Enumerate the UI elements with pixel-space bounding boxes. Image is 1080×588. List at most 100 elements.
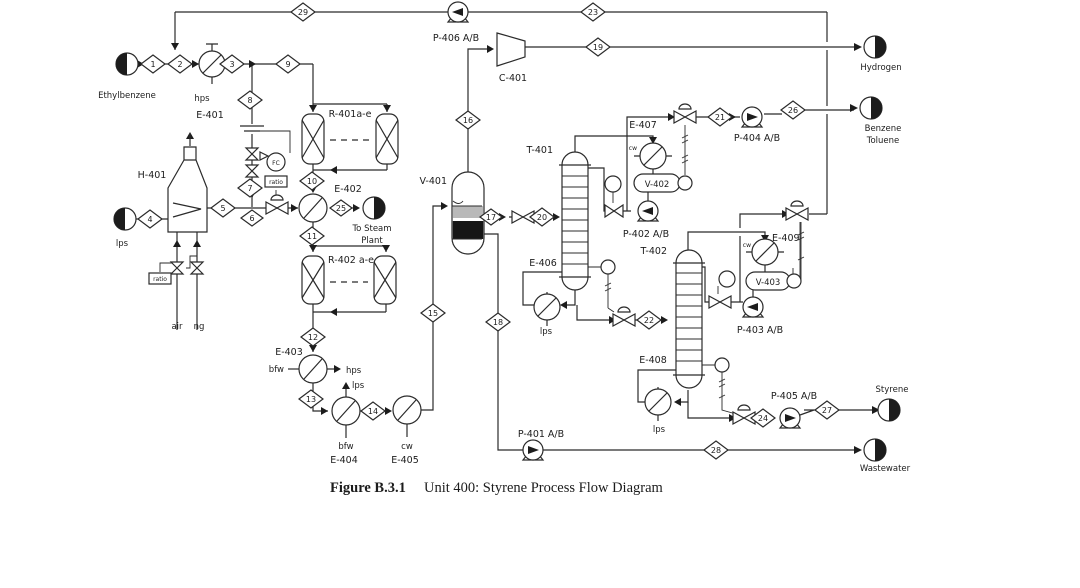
e403-hps-label: hps (346, 366, 362, 376)
terminal-hydrogen: Hydrogen (860, 35, 902, 73)
svg-text:7: 7 (247, 184, 252, 193)
t401-bottoms-valve (612, 306, 636, 328)
condenser-e409: E-409 cw (743, 233, 800, 266)
svg-text:5: 5 (220, 204, 225, 213)
toluene-label: Toluene (866, 136, 900, 146)
t402-reflux-valve (708, 270, 736, 310)
stream-8: 8 (237, 90, 263, 110)
svg-text:24: 24 (758, 414, 768, 423)
p403-label: P-403 A/B (737, 325, 783, 336)
t401-distillate-valve (673, 103, 697, 125)
svg-text:22: 22 (644, 316, 654, 325)
p406-label: P-406 A/B (433, 33, 479, 44)
svg-text:14: 14 (368, 407, 378, 416)
svg-text:26: 26 (788, 106, 798, 115)
e402-label: E-402 (334, 184, 362, 195)
fuel-control-valves: ratio (148, 261, 205, 285)
svg-text:12: 12 (308, 333, 318, 342)
compressor-c401: C-401 (496, 32, 527, 84)
reboiler-e408: E-408 lps (639, 355, 730, 435)
svg-text:20: 20 (537, 213, 547, 222)
ng-label: ng (194, 322, 205, 332)
p402-label: P-402 A/B (623, 229, 669, 240)
stream-16: 16 (455, 110, 481, 130)
air-label: air (171, 322, 183, 332)
t401-level-instrument (600, 259, 616, 275)
svg-text:3: 3 (229, 60, 234, 69)
e404-label: E-404 (330, 455, 358, 466)
svg-text:9: 9 (285, 60, 290, 69)
stream-5: 5 (210, 198, 236, 218)
v402-label: V-402 (645, 180, 670, 190)
terminal-ethylbenzene: Ethylbenzene (98, 52, 156, 101)
e406-lps-label: lps (540, 327, 553, 337)
e401-hps-label: hps (194, 94, 210, 104)
p405-label: P-405 A/B (771, 391, 817, 402)
svg-text:4: 4 (147, 215, 152, 224)
t402-reflux-instrument (718, 270, 736, 288)
terminal-lps-feed: lps (113, 207, 137, 249)
hydrogen-label: Hydrogen (860, 63, 901, 73)
ratio-fuel-label: ratio (153, 276, 167, 283)
e405-cw-label: cw (401, 442, 413, 452)
terminal-styrene: Styrene (876, 385, 908, 422)
stream-22: 22 (636, 310, 662, 330)
drum-v403: V-403 (745, 271, 802, 291)
pump-p401: P-401 A/B (518, 429, 564, 461)
fc-label: FC (272, 160, 280, 167)
svg-text:18: 18 (493, 318, 503, 327)
e409-label: E-409 (772, 233, 800, 244)
stream-flags: 1 2 3 4 5 6 7 8 9 10 11 12 13 14 15 16 1… (137, 2, 840, 460)
stream-23: 23 (580, 2, 606, 22)
stream-9: 9 (275, 54, 301, 74)
svg-text:17: 17 (486, 213, 496, 222)
e403-bfw-label: bfw (269, 365, 284, 375)
separator-v401: V-401 (419, 171, 485, 255)
exchanger-e402: E-402 (298, 184, 362, 223)
figure-caption: Figure B.3.1 Unit 400: Styrene Process F… (330, 480, 664, 496)
t402-level-instrument (714, 357, 730, 373)
t402-label: T-402 (640, 246, 668, 257)
stream-25: 25 (328, 199, 354, 217)
stream-26: 26 (780, 100, 806, 120)
svg-text:25: 25 (336, 204, 346, 213)
figure-label: Figure B.3.1 (330, 480, 406, 496)
column-t402: T-402 (640, 246, 705, 389)
lps-feed-label: lps (116, 239, 129, 249)
svg-text:27: 27 (822, 406, 832, 415)
reboiler-e406: E-406 lps (529, 258, 616, 337)
stream-24: 24 (750, 408, 776, 428)
to-steam-label-1: To Steam (351, 224, 391, 234)
wastewater-label: Wastewater (860, 464, 911, 474)
e409-cw-label: cw (743, 242, 751, 249)
pump-p406: P-406 A/B (433, 1, 479, 44)
svg-text:10: 10 (307, 177, 317, 186)
e408-label: E-408 (639, 355, 667, 366)
fc-instrument (266, 152, 286, 172)
stream-18: 18 (485, 312, 511, 332)
e401-label: E-401 (196, 110, 224, 121)
steam-injection-station: FC ratio (240, 125, 288, 188)
h401-label: H-401 (138, 170, 167, 181)
r401-label: R-401a-e (329, 109, 372, 120)
t402-bottoms-valve (732, 404, 756, 426)
v401-liquid-valve (511, 209, 535, 225)
e408-lps-label: lps (653, 425, 666, 435)
stream-3: 3 (219, 54, 245, 74)
r402-label: R-402 a-e (328, 255, 374, 266)
stream-20: 20 (529, 207, 555, 227)
stream-14: 14 (360, 401, 386, 421)
p401-label: P-401 A/B (518, 429, 564, 440)
terminal-benzene-toluene: Benzene Toluene (859, 96, 901, 146)
stream-13: 13 (298, 389, 324, 409)
furnace-h401: H-401 air ng (138, 133, 208, 332)
stream-28: 28 (703, 440, 729, 460)
exchanger-e403: E-403 bfw hps (269, 347, 362, 384)
v403-pc-instrument (786, 273, 802, 289)
pump-p402: P-402 A/B (623, 200, 669, 240)
svg-text:15: 15 (428, 309, 438, 318)
p404-label: P-404 A/B (734, 133, 780, 144)
e407-cw-label: cw (629, 145, 637, 152)
